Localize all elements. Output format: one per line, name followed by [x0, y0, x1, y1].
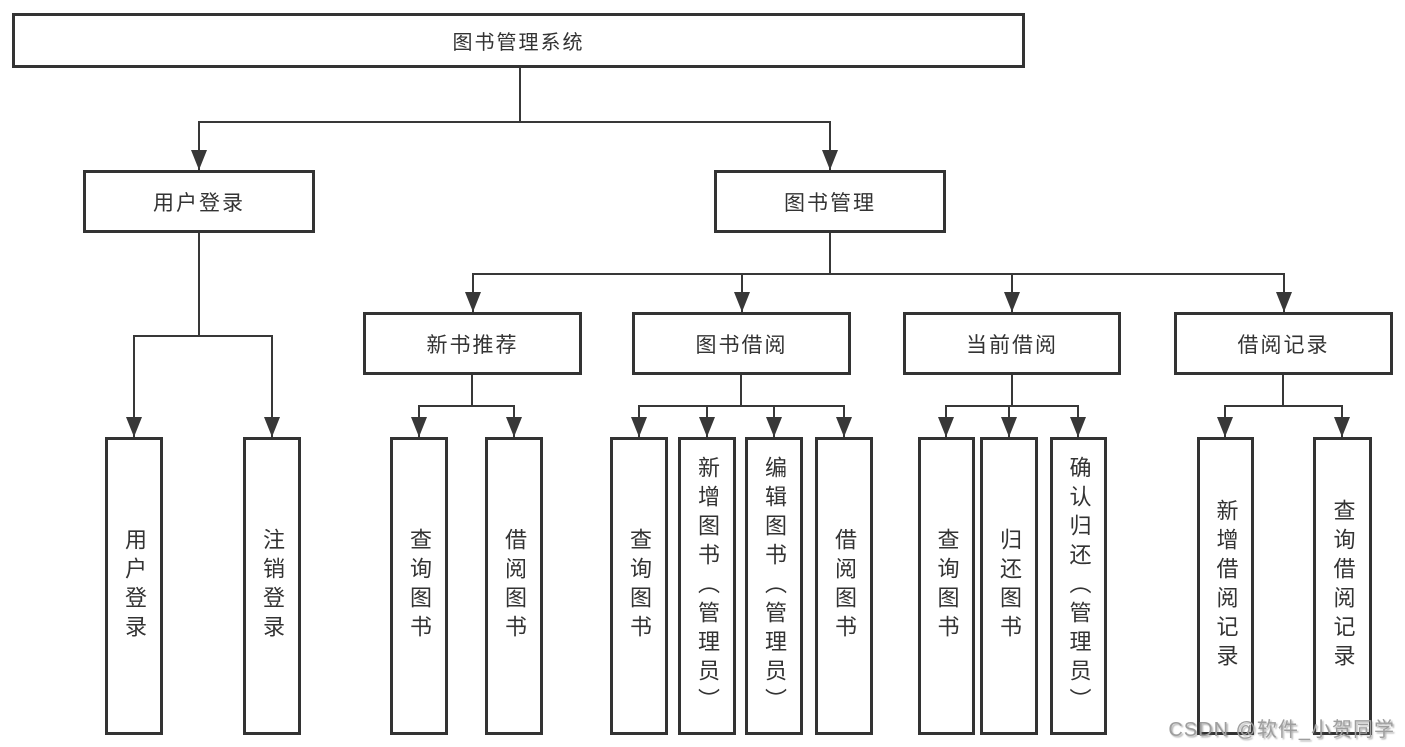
connector-line — [829, 121, 831, 170]
connector-line — [198, 121, 200, 170]
leaf-label: 查询图书 — [934, 528, 960, 644]
arrowhead-down-icon — [1004, 292, 1020, 312]
node-label: 图书管理系统 — [452, 32, 585, 54]
leaf-borrow-books-recommend: 借阅图书 — [485, 437, 543, 735]
leaf-query-books-borrow: 查询图书 — [610, 437, 668, 735]
node-library-management-system: 图书管理系统 — [12, 13, 1025, 68]
leaf-logout: 注销登录 — [243, 437, 301, 735]
arrowhead-down-icon — [411, 417, 427, 437]
leaf-label: 查询图书 — [407, 528, 432, 644]
leaf-query-books-recommend: 查询图书 — [390, 437, 448, 735]
arrowhead-down-icon — [699, 417, 715, 437]
arrowhead-down-icon — [734, 292, 750, 312]
node-book-management: 图书管理 — [714, 170, 946, 233]
node-label: 借阅记录 — [1237, 333, 1330, 357]
connector-line — [133, 335, 135, 437]
arrowhead-down-icon — [1001, 417, 1017, 437]
leaf-label: 借阅图书 — [832, 528, 857, 644]
node-label: 图书借阅 — [695, 333, 788, 357]
node-borrowing-records: 借阅记录 — [1174, 312, 1393, 375]
connector-line — [638, 405, 844, 407]
node-label: 图书管理 — [784, 191, 876, 215]
node-user-login: 用户登录 — [83, 170, 315, 233]
leaf-confirm-return-admin: 确认归还（管理员） — [1050, 437, 1107, 735]
arrowhead-down-icon — [1217, 417, 1233, 437]
arrowhead-down-icon — [1334, 417, 1350, 437]
leaf-query-borrow-record: 查询借阅记录 — [1313, 437, 1372, 735]
connector-line — [1282, 375, 1284, 405]
connector-line — [471, 375, 473, 405]
arrowhead-down-icon — [938, 417, 954, 437]
connector-line — [133, 335, 273, 337]
leaf-label: 编辑图书（管理员） — [762, 455, 787, 717]
arrowhead-down-icon — [465, 292, 481, 312]
leaf-return-books: 归还图书 — [980, 437, 1038, 735]
leaf-label: 归还图书 — [997, 528, 1022, 644]
arrowhead-down-icon — [506, 417, 522, 437]
leaf-add-borrow-record: 新增借阅记录 — [1197, 437, 1254, 735]
arrowhead-down-icon — [1070, 417, 1086, 437]
leaf-label: 新增借阅记录 — [1213, 499, 1239, 673]
connector-line — [519, 68, 521, 121]
connector-line — [740, 375, 742, 405]
arrowhead-down-icon — [822, 150, 838, 170]
arrowhead-down-icon — [1276, 292, 1292, 312]
leaf-add-books-admin: 新增图书（管理员） — [678, 437, 736, 735]
arrowhead-down-icon — [631, 417, 647, 437]
connector-line — [1224, 405, 1342, 407]
leaf-query-books-current: 查询图书 — [918, 437, 975, 735]
leaf-label: 查询借阅记录 — [1330, 499, 1356, 673]
connector-line — [198, 233, 200, 335]
node-new-book-recommendation: 新书推荐 — [363, 312, 582, 375]
csdn-watermark: CSDN @软件_小贺同学 — [1168, 719, 1395, 741]
node-label: 当前借阅 — [966, 333, 1058, 357]
connector-line — [945, 405, 1079, 407]
node-label: 新书推荐 — [426, 333, 519, 357]
arrowhead-down-icon — [264, 417, 280, 437]
arrowhead-down-icon — [126, 417, 142, 437]
leaf-label: 用户登录 — [122, 528, 147, 644]
leaf-label: 查询图书 — [627, 528, 652, 644]
leaf-label: 新增图书（管理员） — [695, 455, 720, 717]
leaf-borrow-books: 借阅图书 — [815, 437, 873, 735]
leaf-user-login: 用户登录 — [105, 437, 163, 735]
arrowhead-down-icon — [836, 417, 852, 437]
connector-line — [418, 405, 514, 407]
arrowhead-down-icon — [766, 417, 782, 437]
leaf-edit-books-admin: 编辑图书（管理员） — [745, 437, 803, 735]
connector-line — [472, 273, 1284, 275]
arrowhead-down-icon — [191, 150, 207, 170]
node-book-borrowing: 图书借阅 — [632, 312, 851, 375]
connector-line — [1011, 375, 1013, 405]
leaf-label: 注销登录 — [260, 528, 285, 644]
connector-line — [829, 233, 831, 273]
node-current-borrowing: 当前借阅 — [903, 312, 1121, 375]
leaf-label: 确认归还（管理员） — [1066, 455, 1092, 717]
connector-line — [271, 335, 273, 437]
node-label: 用户登录 — [153, 191, 245, 215]
connector-line — [198, 121, 830, 123]
leaf-label: 借阅图书 — [502, 528, 527, 644]
